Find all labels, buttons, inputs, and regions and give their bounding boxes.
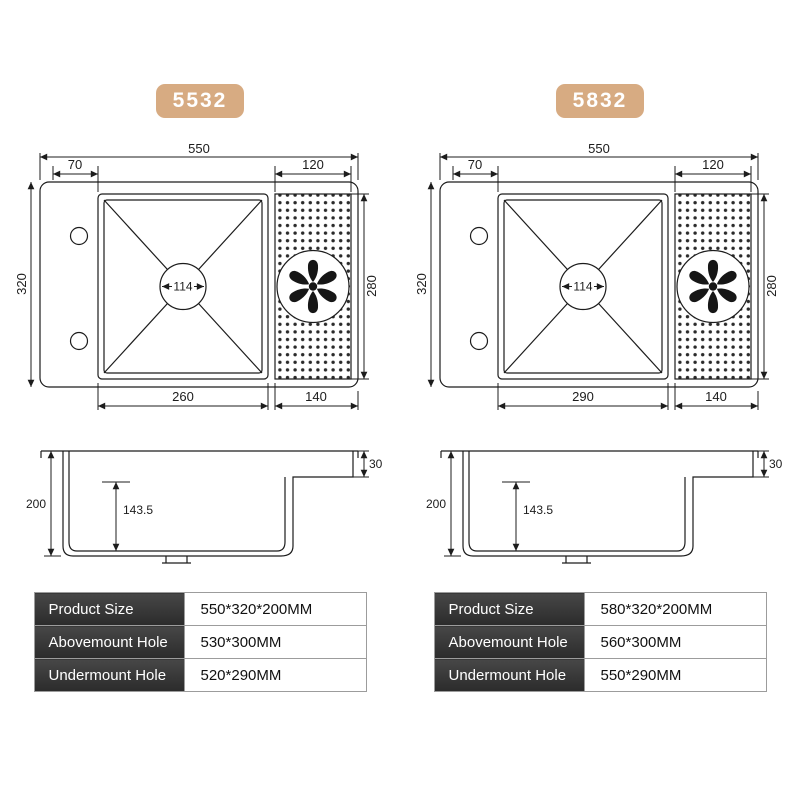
model-badge: 5832 [556,84,644,118]
spec-label: Abovemount Hole [433,625,585,659]
basin [97,193,269,380]
side-view-diagram: 200 143.5 30 [426,450,783,564]
side-view-diagram: 200 143.5 30 [26,450,383,564]
faucet-deck-width-dim: 70 [68,157,82,172]
faucet-deck-width-dim: 70 [468,157,482,172]
spec-label: Abovemount Hole [33,625,185,659]
table-row: Product Size 580*320*200MM [433,592,767,626]
tray-depth-dim: 30 [769,457,783,471]
basin [497,193,669,380]
spec-value: 550*290MM [583,658,767,692]
drain-wheel-icon [689,259,737,314]
sink-outline [439,181,759,388]
model-panel-5832: 5832 [400,84,800,692]
spec-label: Product Size [33,592,185,626]
overall-width-dim: 550 [188,144,210,156]
spec-value: 530*300MM [183,625,367,659]
spec-value: 520*290MM [183,658,367,692]
model-panel-5532: 5532 [0,84,400,692]
drain-tray [274,193,352,380]
top-view-diagram: 550 70 120 320 280 114 290 140 [416,144,779,410]
overall-width-dim: 550 [588,144,610,156]
table-row: Abovemount Hole 530*300MM [33,625,367,659]
spec-table: Product Size 550*320*200MM Abovemount Ho… [33,592,367,692]
table-row: Abovemount Hole 560*300MM [433,625,767,659]
drain-tray-width-dim: 120 [702,157,724,172]
dimension-lines [444,450,769,557]
drain-tray-width-dim: 120 [302,157,324,172]
overall-depth-dim: 320 [416,273,429,295]
tray-depth-dim: 30 [369,457,383,471]
faucet-hole [469,226,489,246]
sink-profile [440,450,759,564]
tray-length-dim: 280 [764,275,779,297]
spec-value: 550*320*200MM [183,592,367,626]
overall-depth-dim: 320 [16,273,29,295]
drain-tray-outer-width-dim: 140 [305,389,327,404]
spec-label: Undermount Hole [433,658,585,692]
overall-height-dim: 200 [26,497,46,511]
center-hole-dim: 114 [173,280,192,294]
drain-tray [674,193,752,380]
spec-label: Undermount Hole [33,658,185,692]
tray-length-dim: 280 [364,275,379,297]
table-row: Undermount Hole 550*290MM [433,658,767,692]
spec-label: Product Size [433,592,585,626]
dimension-lines [44,450,369,557]
sink-spec-sheet: 5532 [0,84,800,692]
drain-tray-outer-width-dim: 140 [705,389,727,404]
bowl-inner-depth-dim: 143.5 [123,503,153,517]
sink-outline [39,181,359,388]
model-badge: 5532 [156,84,244,118]
drain-wheel-icon [289,259,337,314]
dimension-lines [27,153,369,410]
bowl-inner-depth-dim: 143.5 [523,503,553,517]
spec-table: Product Size 580*320*200MM Abovemount Ho… [433,592,767,692]
basin-width-dim: 260 [172,389,194,404]
spec-value: 580*320*200MM [583,592,767,626]
spec-value: 560*300MM [583,625,767,659]
faucet-hole [469,331,489,351]
faucet-hole [69,226,89,246]
basin-width-dim: 290 [572,389,594,404]
overall-height-dim: 200 [426,497,446,511]
sink-profile [40,450,359,564]
top-view-diagram: 550 70 120 320 280 114 260 140 [16,144,379,410]
center-hole-dim: 114 [573,280,592,294]
table-row: Undermount Hole 520*290MM [33,658,367,692]
table-row: Product Size 550*320*200MM [33,592,367,626]
faucet-hole [69,331,89,351]
